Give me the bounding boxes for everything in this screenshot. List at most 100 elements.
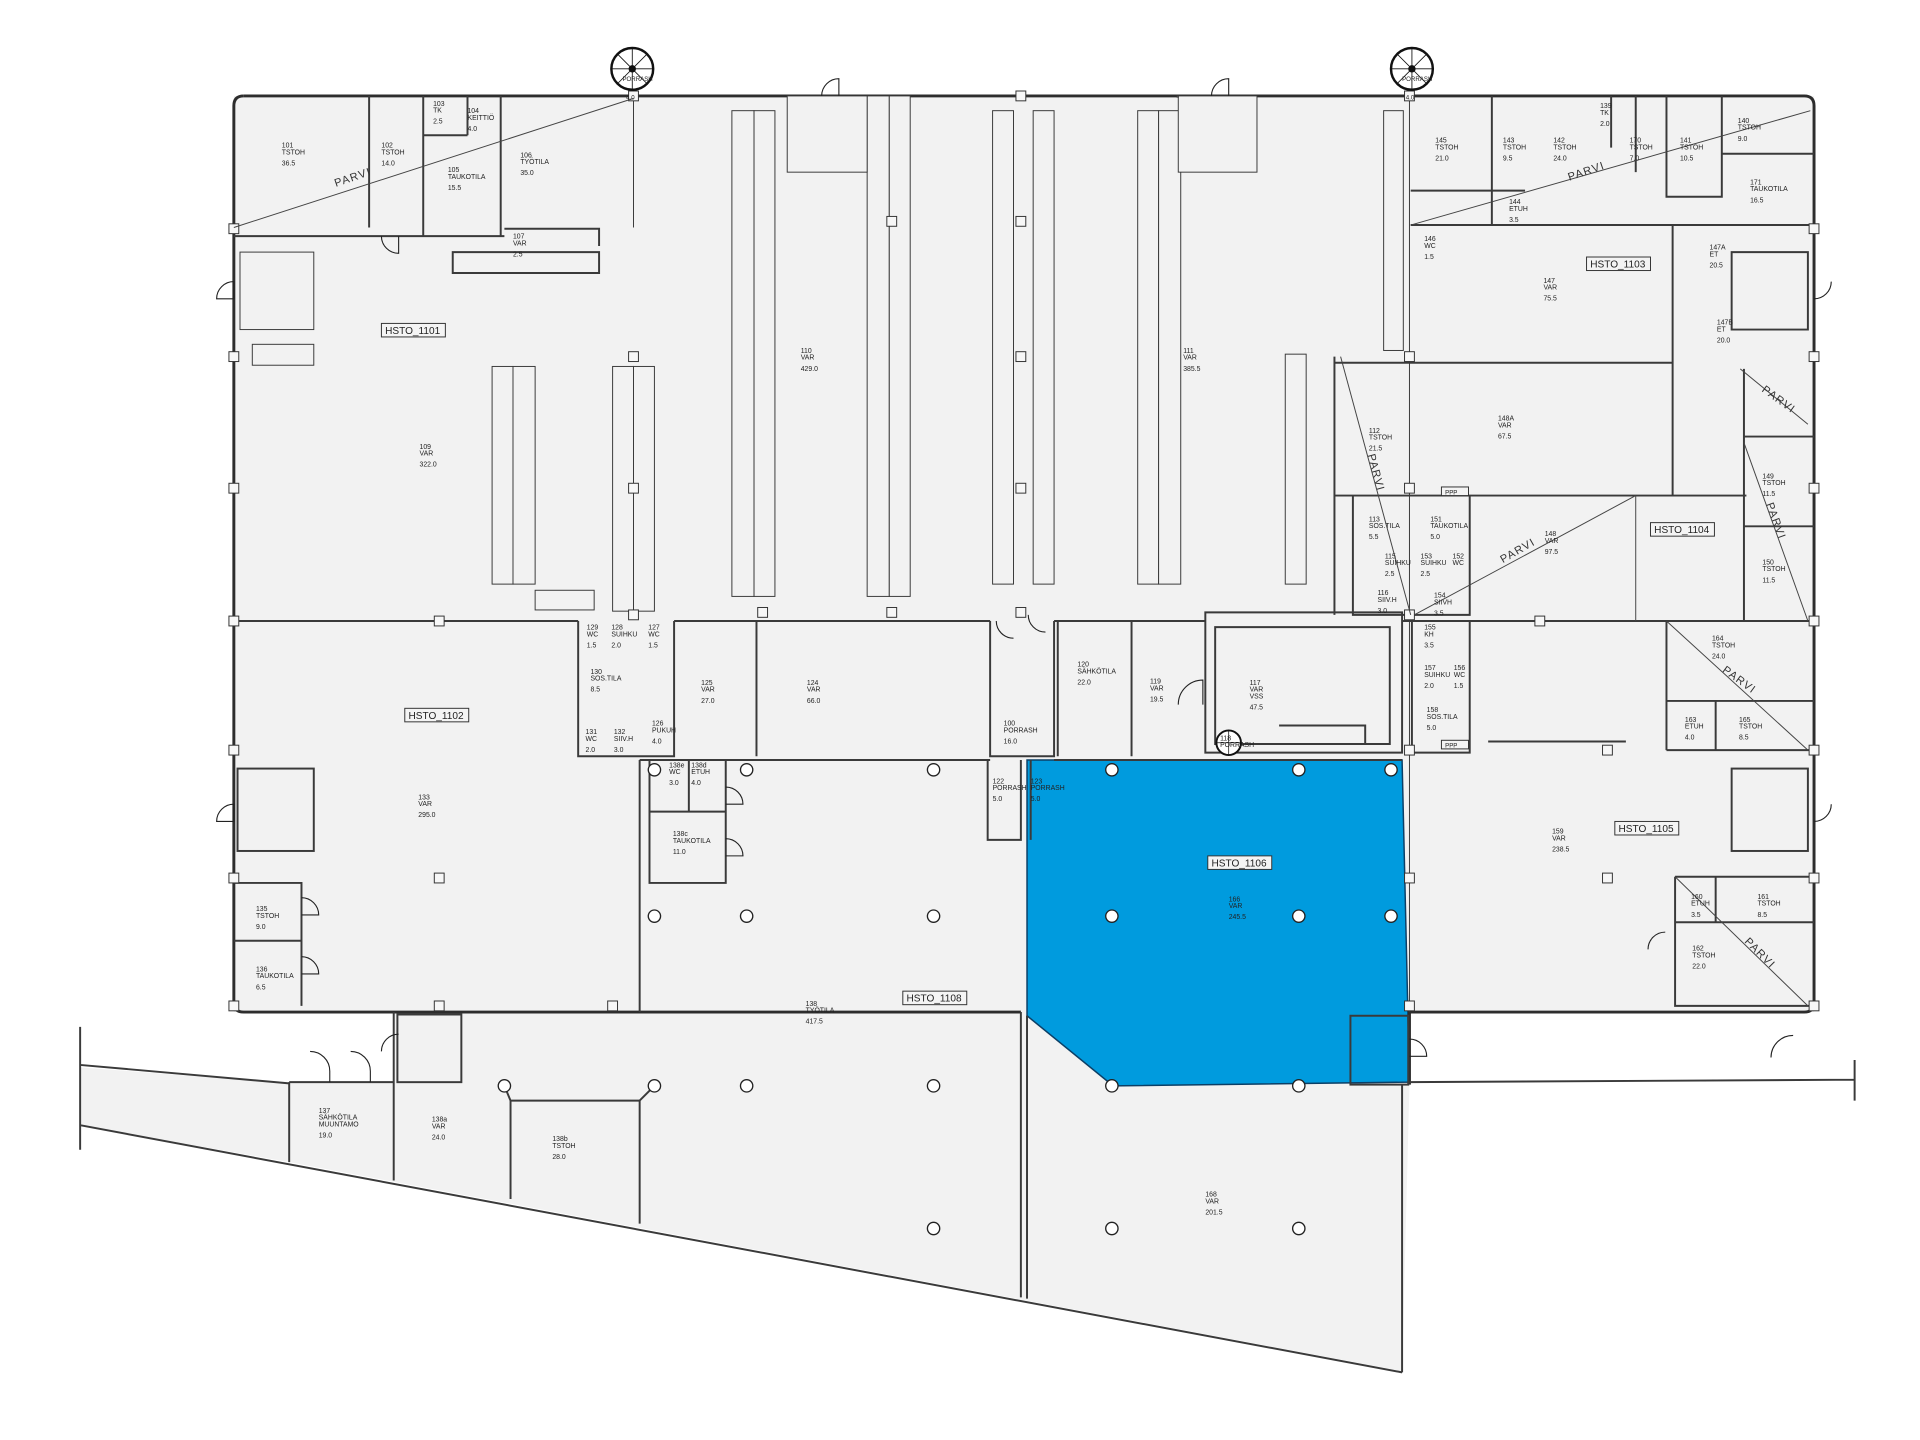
- room-number: 161: [1757, 894, 1769, 901]
- highlighted-zone-hsto-1106[interactable]: [1026, 759, 1411, 1087]
- zone-label-hsto-1106[interactable]: HSTO_1106: [1207, 855, 1273, 870]
- zone-label-hsto-1104[interactable]: HSTO_1104: [1649, 522, 1715, 537]
- room-type: TSTOH: [381, 149, 404, 156]
- room-area: 1.5: [587, 642, 597, 649]
- column: [1291, 1221, 1306, 1236]
- room-type: SUIHKU: [1385, 560, 1411, 567]
- room-area: 9.5: [1503, 155, 1513, 162]
- zone-label-hsto-1102[interactable]: HSTO_1102: [404, 707, 470, 723]
- room-number: 115: [1385, 553, 1396, 560]
- room-number: 156: [1454, 665, 1466, 672]
- zone-label-hsto-1101[interactable]: HSTO_1101: [380, 322, 446, 338]
- room-number: 109: [420, 444, 432, 451]
- room-type: TAUKOTILA: [256, 973, 294, 980]
- column: [1384, 909, 1398, 923]
- column-marker: [1015, 215, 1027, 227]
- zone-label-hsto-1105[interactable]: HSTO_1105: [1614, 820, 1680, 836]
- room-type: ETUH: [1509, 206, 1528, 213]
- room-number: 150: [1762, 559, 1774, 566]
- column-marker: [228, 615, 240, 627]
- room-number: 129: [587, 625, 599, 632]
- zone-label-hsto-1103[interactable]: HSTO_1103: [1586, 256, 1651, 272]
- room-area: 97.5: [1545, 549, 1559, 556]
- room-area: 5.0: [1427, 725, 1437, 732]
- zone-label-hsto-1108[interactable]: HSTO_1108: [902, 990, 968, 1006]
